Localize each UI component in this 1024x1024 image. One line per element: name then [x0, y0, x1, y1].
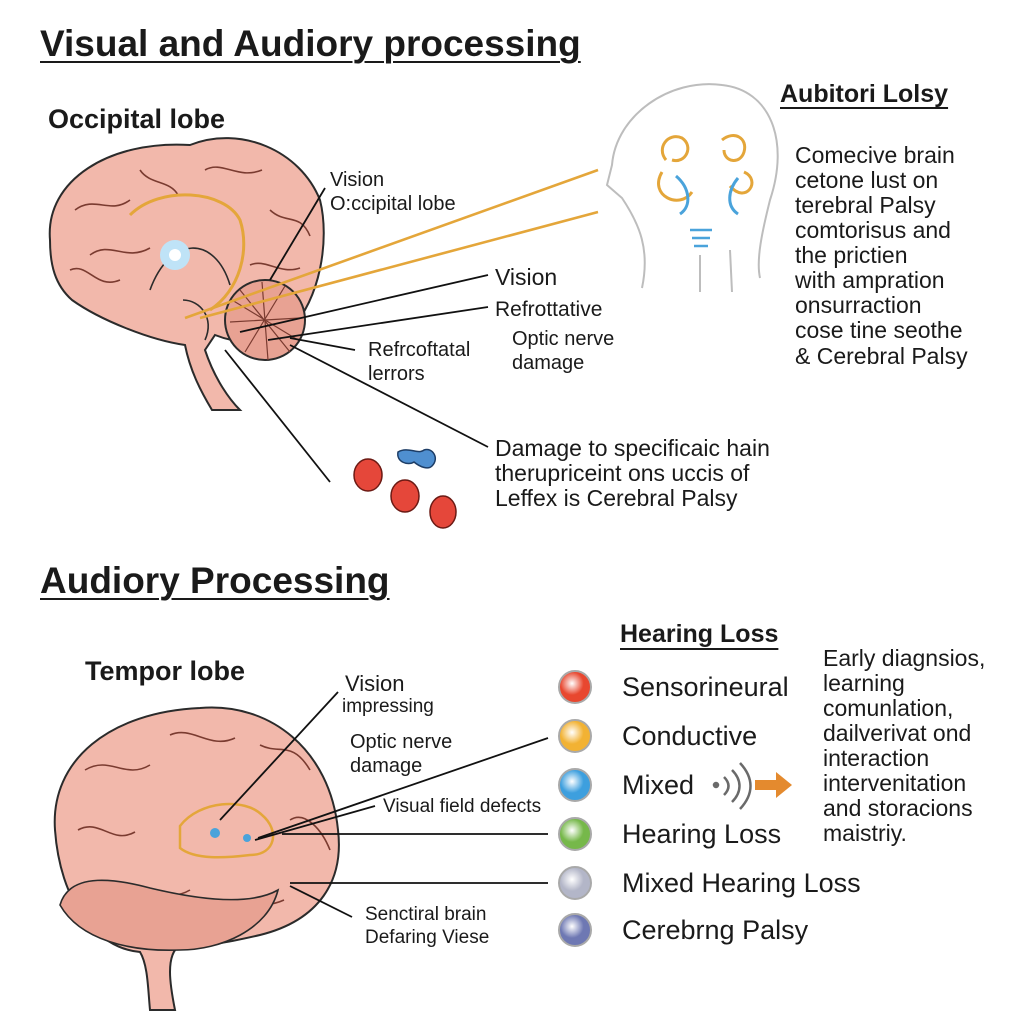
legend-item-conductive: Conductive — [558, 719, 757, 753]
legend-label: Sensorineural — [622, 671, 789, 702]
bottom-pointer-lines — [219, 691, 549, 918]
legend-dot — [558, 719, 592, 753]
legend-dot — [558, 670, 592, 704]
legend-item-hearing-loss: Hearing Loss — [558, 817, 781, 851]
legend-item-mixed: Mixed — [558, 768, 694, 802]
label-vision-bottom: Vision — [345, 671, 405, 696]
page-title: Visual and Audiory processing — [40, 23, 581, 64]
legend-item-sensorineural: Sensorineural — [558, 670, 789, 704]
legend-label: Mixed Hearing Loss — [622, 867, 861, 898]
sound-wave-icon — [712, 762, 752, 810]
legend-item-cerebral-palsy: Cerebrng Palsy — [558, 913, 808, 947]
legend-label: Conductive — [622, 720, 758, 751]
occipital-lobe-title: Occipital lobe — [48, 104, 226, 134]
temporal-brain-illustration — [53, 706, 340, 1011]
legend-dot — [558, 817, 592, 851]
legend-label: Hearing Loss — [622, 818, 782, 849]
legend-label: Cerebrng Palsy — [622, 914, 809, 945]
legend-dot — [558, 866, 592, 900]
side-body: Early diagnsios, learning comunlation, d… — [823, 645, 986, 847]
section-title-audiory: Audiory Processing — [40, 560, 390, 601]
label-vision-occipital: Vision O:ccipital lobe — [330, 169, 456, 215]
label-optic-nerve-top: Optic nerve damage — [512, 328, 615, 374]
label-optic-nerve-bottom: Optic nerve damage — [350, 731, 453, 777]
top-pointer-lines — [224, 187, 489, 483]
legend-dot — [558, 913, 592, 947]
occipital-brain-illustration — [48, 137, 325, 411]
legend-item-mixed-hearing-loss: Mixed Hearing Loss — [558, 866, 861, 900]
head-profile-illustration — [605, 83, 779, 293]
orange-projection-lines — [184, 168, 599, 320]
arrow-right-icon — [755, 772, 792, 798]
label-senctiral: Senctiral brain Defaring Viese — [365, 904, 490, 948]
label-refrcoftatal: Refrcoftatal lerrors — [368, 339, 471, 385]
label-visual-field: Visual field defects — [383, 796, 542, 817]
hearing-loss-title: Hearing Loss — [620, 620, 779, 648]
label-impressing: impressing — [342, 696, 434, 717]
label-refrottative: Refrottative — [495, 298, 603, 321]
label-damage: Damage to specificaic hain therupriceint… — [495, 435, 770, 512]
aside-body: Comecive brain cetone lust on terebral P… — [795, 142, 968, 369]
neuron-blobs — [353, 448, 457, 529]
temporal-lobe-title: Tempor lobe — [85, 656, 246, 686]
aside-title: Aubitori Lolsy — [780, 80, 949, 108]
legend-label: Mixed — [622, 769, 695, 800]
label-vision: Vision — [495, 264, 558, 290]
legend-dot — [558, 768, 592, 802]
